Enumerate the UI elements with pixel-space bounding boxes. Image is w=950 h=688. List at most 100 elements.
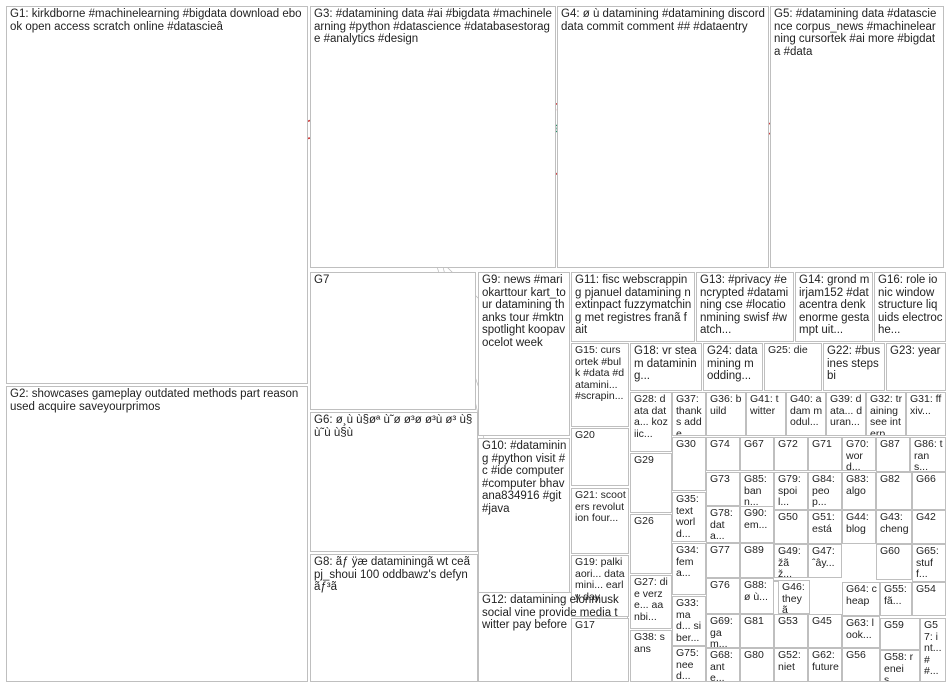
group-panel-g31: G31: ffxiv... xyxy=(906,392,946,436)
group-panel-g7: G7 xyxy=(310,272,476,410)
group-panel-g16: G16: role ionic window structure liquids… xyxy=(874,272,946,342)
group-panel-g25: G25: die xyxy=(764,343,822,391)
group-panel-g62: G62: future xyxy=(808,648,842,682)
group-label-g37: G37: thanks adde... xyxy=(676,393,702,436)
group-panel-g10: G10: #datamining #python visit #c #ide c… xyxy=(478,438,570,602)
group-label-g3: G3: #datamining data #ai #bigdata #machi… xyxy=(314,8,552,46)
group-label-g44: G44: blog xyxy=(846,511,869,535)
group-label-g24: G24: datamining modding... xyxy=(707,345,758,383)
group-panel-g26: G26 xyxy=(630,514,672,574)
group-panel-g40: G40: adam modul... xyxy=(786,392,826,436)
group-label-g34: G34: fema... xyxy=(676,544,699,580)
group-label-g17: G17 xyxy=(575,619,595,631)
group-panel-g56: G56 xyxy=(842,648,880,682)
group-panel-g73: G73 xyxy=(706,472,740,506)
group-panel-g44: G44: blog xyxy=(842,510,876,544)
group-panel-g66: G66 xyxy=(912,472,946,510)
group-panel-g90: G90: em... xyxy=(740,506,774,543)
group-panel-g27: G27: die verze... aanbi... xyxy=(630,575,672,629)
group-label-g74: G74 xyxy=(710,438,730,450)
group-label-g65: G65: stuff... xyxy=(916,545,939,581)
group-label-g12: G12: datamining elonmusk social vine pro… xyxy=(482,594,619,632)
group-panel-g81: G81 xyxy=(740,614,774,648)
group-label-g35: G35: text world... xyxy=(676,493,699,540)
group-label-g31: G31: ffxiv... xyxy=(910,393,942,417)
group-panel-g89: G89 xyxy=(740,543,774,578)
group-label-g50: G50 xyxy=(778,511,798,523)
group-panel-g19: G19: palkiaori... datamini... early day xyxy=(571,555,629,617)
group-panel-g6: G6: ø¸ù ù§øª ù˜ø ø³ø ø³ù ø³ ù§ ù˜ù ù§ù xyxy=(310,412,478,552)
group-panel-g53: G53 xyxy=(774,614,808,648)
group-panel-g4: G4: ø ù datamining #datamining discord d… xyxy=(557,6,769,268)
group-label-g76: G76 xyxy=(710,579,730,591)
group-label-g11: G11: fisc webscrapping pjanuel dataminin… xyxy=(575,274,692,337)
group-panel-g47: G47: ˆây... xyxy=(808,544,842,578)
group-label-g43: G43: cheng xyxy=(880,511,909,535)
group-panel-g80: G80 xyxy=(740,648,774,682)
group-label-g75: G75: need... xyxy=(676,647,699,682)
group-panel-g30: G30 xyxy=(672,437,706,491)
group-panel-g5: G5: #datamining data #datascience corpus… xyxy=(770,6,944,268)
group-label-g71: G71 xyxy=(812,438,832,450)
group-label-g86: G86: trans... xyxy=(914,438,943,472)
group-label-g84: G84: peop... xyxy=(812,473,835,509)
group-panel-g69: G69: gam... xyxy=(706,614,740,648)
group-label-g42: G42 xyxy=(916,511,936,523)
group-panel-g37: G37: thanks adde... xyxy=(672,392,706,436)
group-panel-g42: G42 xyxy=(912,510,946,544)
group-panel-g34: G34: fema... xyxy=(672,543,706,595)
group-panel-g17: G17 xyxy=(571,618,629,682)
group-label-g40: G40: adam modul... xyxy=(790,393,823,429)
group-label-g64: G64: cheap xyxy=(846,583,877,607)
group-panel-g52: G52: niet xyxy=(774,648,808,682)
group-panel-g28: G28: data data... koziic... xyxy=(630,392,672,452)
group-label-g32: G32: trainingsee interp... xyxy=(870,393,903,436)
group-panel-g77: G77 xyxy=(706,543,740,578)
group-panel-g41: G41: twitter xyxy=(746,392,786,436)
group-label-g15: G15: cursortek #bulk #data #datamini... … xyxy=(575,344,625,403)
group-panel-g59: G59 xyxy=(880,618,920,650)
group-panel-g60: G60 xyxy=(876,544,912,580)
group-panel-g57: G57: int... ##... xyxy=(920,618,946,682)
group-label-g9: G9: news #mariokarttour kart_tour datami… xyxy=(482,274,566,349)
group-panel-g2: G2: showcases gameplay outdated methods … xyxy=(6,386,308,682)
group-panel-g11: G11: fisc webscrapping pjanuel dataminin… xyxy=(571,272,695,342)
group-label-g21: G21: scooters revolution four... xyxy=(575,489,626,525)
group-panel-g88: G88: ø ù... xyxy=(740,578,774,614)
group-panel-g67: G67 xyxy=(740,437,774,471)
group-label-g33: G33: mad... siber... xyxy=(676,597,702,644)
group-label-g57: G57: int... ##... xyxy=(924,619,942,678)
group-label-g30: G30 xyxy=(676,438,696,450)
group-panel-g74: G74 xyxy=(706,437,740,471)
group-panel-g23: G23: year xyxy=(886,343,946,391)
group-label-g89: G89 xyxy=(744,544,764,556)
group-label-g79: G79: spoil... xyxy=(778,473,801,509)
group-panel-g50: G50 xyxy=(774,510,808,544)
group-panel-g54: G54 xyxy=(912,582,946,616)
group-panel-g33: G33: mad... siber... xyxy=(672,596,706,646)
group-panel-g71: G71 xyxy=(808,437,842,471)
group-panel-g13: G13: #privacy #encrypted #datamining cse… xyxy=(696,272,794,342)
group-panel-g49: G49: žã ž... xyxy=(774,544,808,578)
group-label-g46: G46: theyã xyxy=(782,581,805,614)
group-label-g81: G81 xyxy=(744,615,764,627)
group-panel-g87: G87 xyxy=(876,437,910,472)
group-label-g87: G87 xyxy=(880,438,900,450)
group-label-g5: G5: #datamining data #datascience corpus… xyxy=(774,8,937,58)
group-label-g83: G83: algo xyxy=(846,473,869,497)
group-label-g67: G67 xyxy=(744,438,764,450)
group-label-g54: G54 xyxy=(916,583,936,595)
group-panel-g68: G68: ante... xyxy=(706,648,740,682)
group-label-g6: G6: ø¸ù ù§øª ù˜ø ø³ø ø³ù ø³ ù§ ù˜ù ù§ù xyxy=(314,414,473,439)
group-label-g8: G8: ãƒ ÿæ dataminingã wt ceã pj_shoui 10… xyxy=(314,556,470,594)
group-label-g88: G88: ø ù... xyxy=(744,579,768,603)
group-label-g52: G52: niet xyxy=(778,649,801,673)
group-panel-g15: G15: cursortek #bulk #data #datamini... … xyxy=(571,343,629,427)
group-label-g10: G10: #datamining #python visit #c #ide c… xyxy=(482,440,567,515)
group-panel-g58: G58: reneis... xyxy=(880,650,920,682)
group-label-g78: G78: data... xyxy=(710,507,733,543)
group-label-g1: G1: kirkdborne #machinelearning #bigdata… xyxy=(10,8,302,33)
group-panel-g18: G18: vr steam datamining... xyxy=(630,343,702,391)
group-label-g73: G73 xyxy=(710,473,730,485)
group-panel-g32: G32: trainingsee interp... xyxy=(866,392,906,436)
